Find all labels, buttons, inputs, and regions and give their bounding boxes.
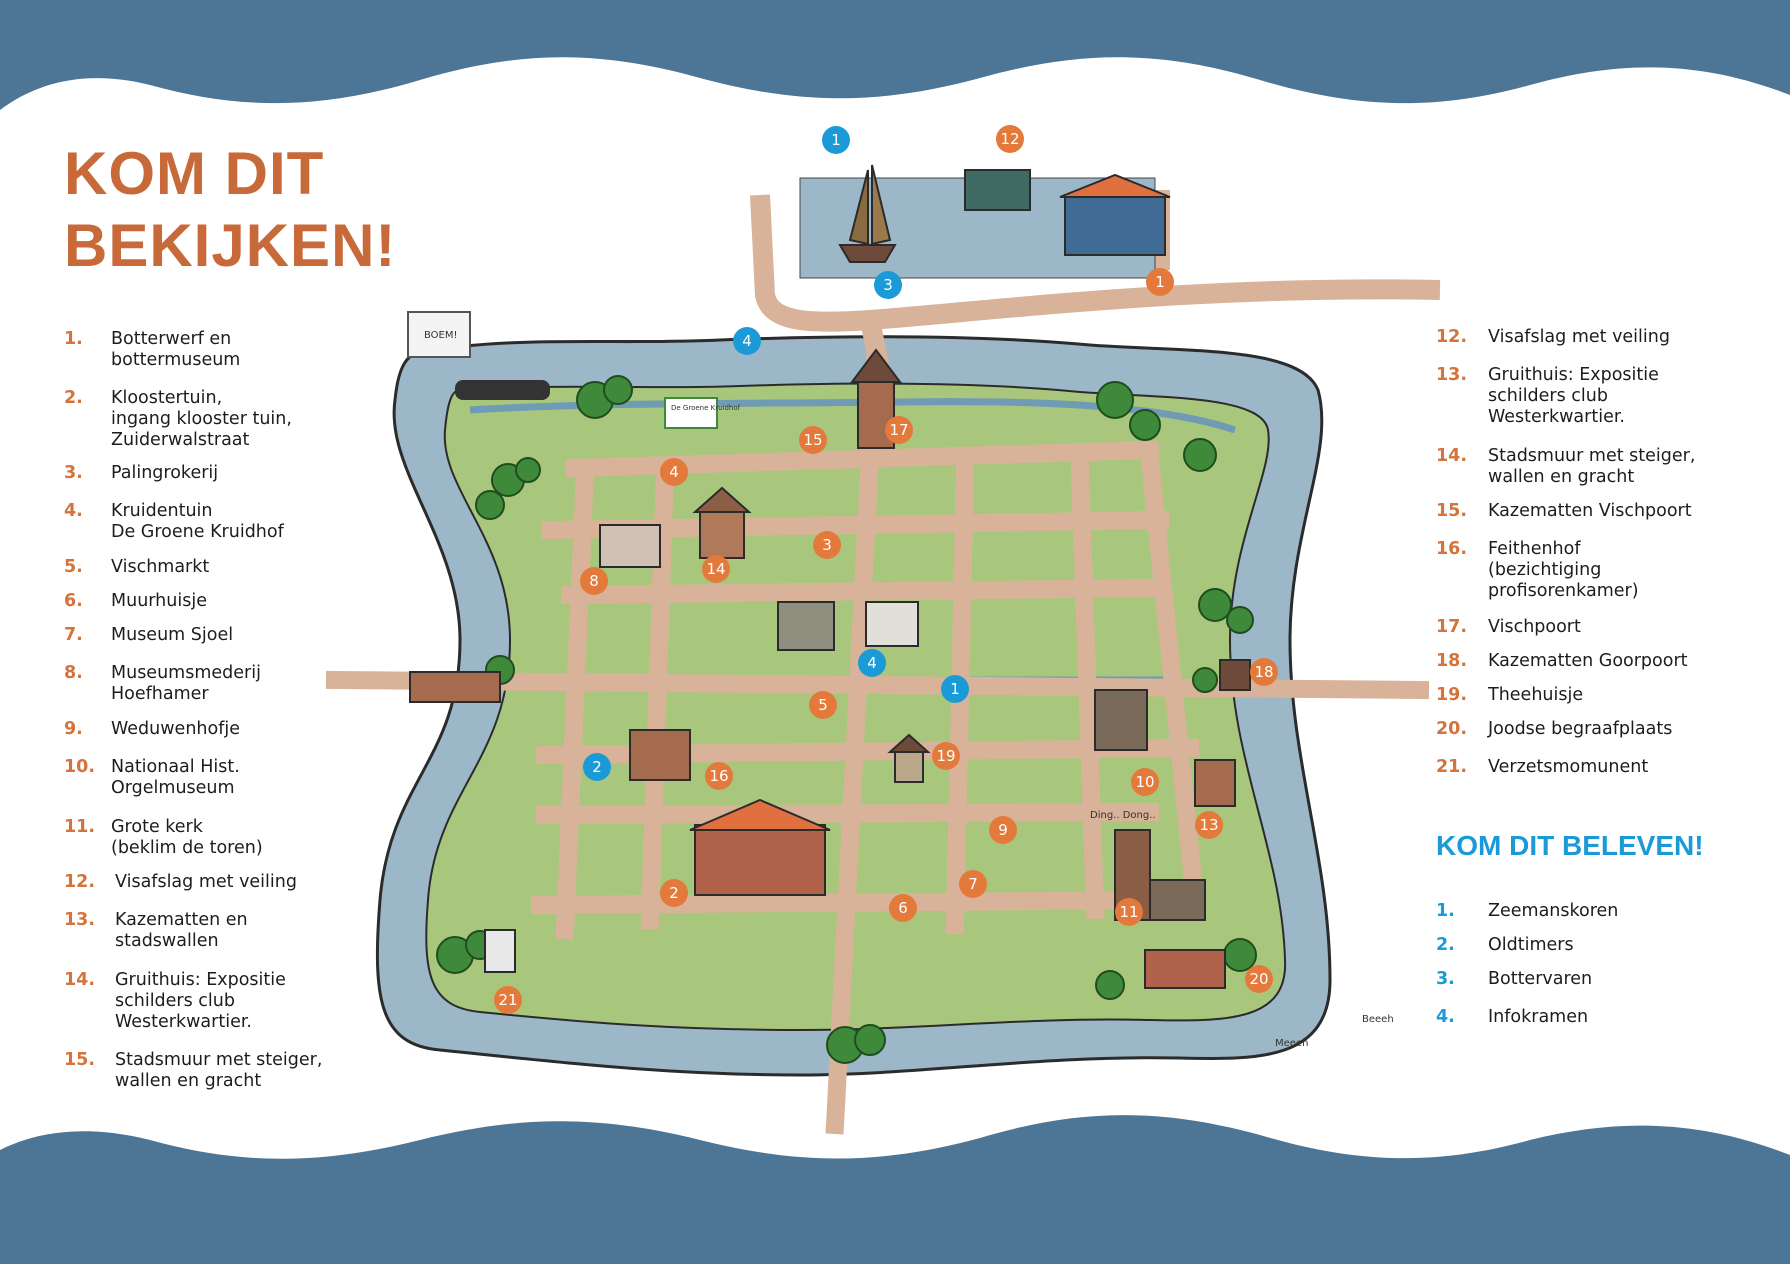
marker-5[interactable]: 5	[809, 691, 837, 719]
page-title: KOM DIT BEKIJKEN!	[64, 138, 396, 282]
streets	[325, 350, 1430, 1135]
beleven-marker-3[interactable]: 3	[874, 271, 902, 299]
svg-text:4: 4	[669, 463, 679, 481]
marker-7[interactable]: 7	[959, 870, 987, 898]
marker-21[interactable]: 21	[494, 986, 522, 1014]
monument-21	[484, 929, 516, 973]
feithenhof	[629, 729, 691, 781]
grote-kerk-nave	[1149, 879, 1206, 921]
marker-19[interactable]: 19	[932, 742, 960, 770]
ding-dong-label: Ding.. Dong..	[1090, 810, 1156, 821]
marker-10[interactable]: 10	[1131, 768, 1159, 796]
svg-text:16: 16	[709, 767, 728, 785]
beeeh-label: Beeeh	[1362, 1014, 1394, 1025]
visafslag	[964, 169, 1031, 211]
marker-8[interactable]: 8	[580, 567, 608, 595]
blue-markers: 1 2 3 4 1 4	[583, 126, 969, 781]
top-wave	[0, 0, 1790, 110]
svg-text:17: 17	[889, 421, 908, 439]
svg-text:9: 9	[998, 821, 1008, 839]
marker-15[interactable]: 15	[799, 426, 827, 454]
title-line-2: BEKIJKEN!	[64, 212, 397, 279]
stone-gate-18	[1219, 659, 1251, 691]
kazematten	[1194, 759, 1236, 807]
svg-text:4: 4	[742, 332, 752, 350]
bottom-wave	[0, 1115, 1790, 1264]
svg-text:15: 15	[803, 431, 822, 449]
marker-17[interactable]: 17	[885, 416, 913, 444]
beleven-marker-2[interactable]: 2	[583, 753, 611, 781]
buildings	[409, 169, 1251, 989]
smithy	[599, 524, 661, 568]
marker-14[interactable]: 14	[702, 555, 730, 583]
svg-text:8: 8	[589, 572, 599, 590]
svg-text:1: 1	[950, 680, 960, 698]
townhouse-a	[777, 601, 835, 651]
marker-3[interactable]: 3	[813, 531, 841, 559]
svg-text:14: 14	[706, 560, 725, 578]
botter-boat	[838, 164, 897, 263]
svg-text:13: 13	[1199, 816, 1218, 834]
kruidhof-sign-text: De Groene Kruidhof	[671, 404, 741, 412]
kloostertuin-building	[694, 824, 826, 896]
marker-13[interactable]: 13	[1195, 811, 1223, 839]
beleven-marker-1-square[interactable]: 1	[941, 675, 969, 703]
boem-sign: BOEM!	[424, 330, 458, 341]
museum-house	[699, 509, 745, 559]
svg-text:6: 6	[898, 899, 908, 917]
meeeh-label: Meeeh	[1275, 1038, 1308, 1049]
svg-text:20: 20	[1249, 970, 1268, 988]
marker-2[interactable]: 2	[660, 879, 688, 907]
svg-text:2: 2	[592, 758, 602, 776]
kruidhof-sign: De Groene Kruidhof	[664, 397, 741, 429]
svg-text:5: 5	[818, 696, 828, 714]
svg-text:1: 1	[1155, 273, 1165, 291]
svg-text:18: 18	[1254, 663, 1273, 681]
marker-9[interactable]: 9	[989, 816, 1017, 844]
joodse-begraafplaats	[1144, 949, 1226, 989]
beleven-marker-1-harbour[interactable]: 1	[822, 126, 850, 154]
svg-text:19: 19	[936, 747, 955, 765]
marker-4[interactable]: 4	[660, 458, 688, 486]
marker-12[interactable]: 12	[996, 125, 1024, 153]
beleven-marker-4-square[interactable]: 4	[858, 649, 886, 677]
svg-text:3: 3	[822, 536, 832, 554]
svg-text:1: 1	[831, 131, 841, 149]
svg-text:7: 7	[968, 875, 978, 893]
marker-20[interactable]: 20	[1245, 965, 1273, 993]
theehuisje	[894, 749, 924, 783]
beleven-marker-4-north[interactable]: 4	[733, 327, 761, 355]
svg-text:10: 10	[1135, 773, 1154, 791]
beleven-title: KOM DIT BELEVEN!	[1436, 830, 1704, 861]
marker-16[interactable]: 16	[705, 762, 733, 790]
title-line-1: KOM DIT	[64, 140, 325, 207]
marker-11[interactable]: 11	[1115, 898, 1143, 926]
svg-text:2: 2	[669, 884, 679, 902]
svg-text:4: 4	[867, 654, 877, 672]
svg-text:12: 12	[1000, 130, 1019, 148]
cannon: BOEM!	[407, 311, 550, 400]
marker-1[interactable]: 1	[1146, 268, 1174, 296]
svg-text:11: 11	[1119, 903, 1138, 921]
botter-house	[1064, 194, 1166, 256]
svg-text:21: 21	[498, 991, 517, 1009]
svg-text:3: 3	[883, 276, 893, 294]
townhouse-b	[865, 601, 919, 647]
orgelmuseum	[1094, 689, 1148, 751]
orange-markers: 1 2 3 4 5 6 7 8 9 10 11 12 13 14 15 16 1…	[494, 125, 1278, 1014]
bridge-west	[409, 671, 501, 703]
marker-6[interactable]: 6	[889, 894, 917, 922]
marker-18[interactable]: 18	[1250, 658, 1278, 686]
